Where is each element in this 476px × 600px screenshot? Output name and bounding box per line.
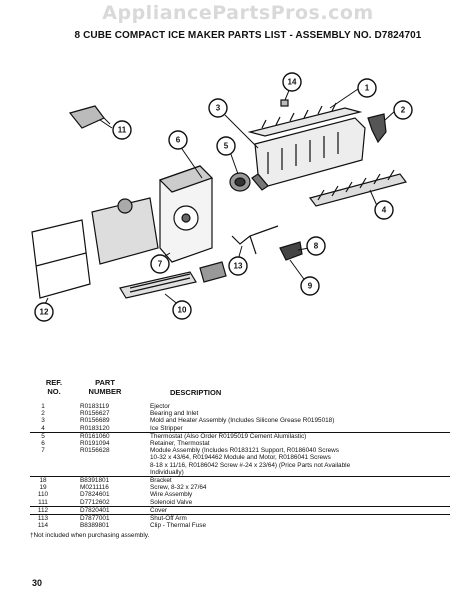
- svg-text:6: 6: [176, 136, 181, 145]
- callout-6: 6: [168, 130, 188, 150]
- svg-text:1: 1: [365, 84, 370, 93]
- svg-text:3: 3: [216, 104, 221, 113]
- svg-text:12: 12: [40, 308, 49, 317]
- callout-12: 12: [34, 302, 54, 322]
- callout-9: 9: [300, 276, 320, 296]
- callout-2: 2: [393, 100, 413, 120]
- svg-text:5: 5: [224, 142, 229, 151]
- part-wire-connector-drawing: [68, 105, 111, 129]
- svg-text:8: 8: [314, 242, 319, 251]
- part-screw-drawing: [280, 99, 289, 107]
- callout-7: 7: [150, 254, 170, 274]
- callout-1: 1: [357, 78, 377, 98]
- column-header-part-number: PART NUMBER: [88, 378, 122, 396]
- part-ejector-drawing: [247, 102, 363, 137]
- svg-text:9: 9: [308, 282, 313, 291]
- table-row: 10-32 x 43/64, R0194462 Module and Motor…: [150, 454, 331, 462]
- callout-13: 13: [228, 256, 248, 276]
- part-bearing-inlet-drawing: [367, 113, 387, 144]
- callout-8: 8: [306, 236, 326, 256]
- part-thermostat-drawing: [229, 172, 251, 192]
- part-mold-drawing: [251, 117, 366, 191]
- page-title: 8 CUBE COMPACT ICE MAKER PARTS LIST - AS…: [74, 30, 422, 41]
- svg-text:4: 4: [382, 206, 387, 215]
- footnote: †Not included when purchasing assembly.: [30, 532, 150, 539]
- page-number: 30: [32, 578, 43, 588]
- svg-text:2: 2: [401, 106, 406, 115]
- svg-text:11: 11: [118, 126, 127, 135]
- svg-text:7: 7: [158, 260, 163, 269]
- table-row: 8-18 x 11/16, R0186042 Screw #-24 x 23/6…: [150, 461, 351, 469]
- callout-4: 4: [374, 200, 394, 220]
- part-module-drawing: [91, 165, 214, 265]
- exploded-parts-diagram: 1 2 3 4 5 6 7 8 9 10 11 12 13 14: [31, 72, 413, 322]
- part-shut-off-arm-drawing: [231, 225, 279, 255]
- part-wire-assembly-drawing: [119, 261, 227, 299]
- part-bracket-drawing: [279, 241, 303, 261]
- svg-text:13: 13: [234, 262, 243, 271]
- column-header-description: DESCRIPTION: [170, 388, 222, 397]
- table-row: Individually): [150, 468, 184, 476]
- callout-3: 3: [208, 98, 228, 118]
- callout-14: 14: [282, 72, 302, 92]
- column-header-ref: REF. NO.: [45, 378, 63, 396]
- callout-11: 11: [112, 120, 132, 140]
- part-ice-stripper-drawing: [308, 169, 408, 207]
- callout-5: 5: [216, 136, 236, 156]
- callout-10: 10: [172, 300, 192, 320]
- part-cover-drawing: [31, 219, 91, 299]
- svg-text:14: 14: [288, 78, 297, 87]
- watermark: AppliancePartsPros.com: [102, 2, 374, 24]
- svg-text:10: 10: [178, 306, 187, 315]
